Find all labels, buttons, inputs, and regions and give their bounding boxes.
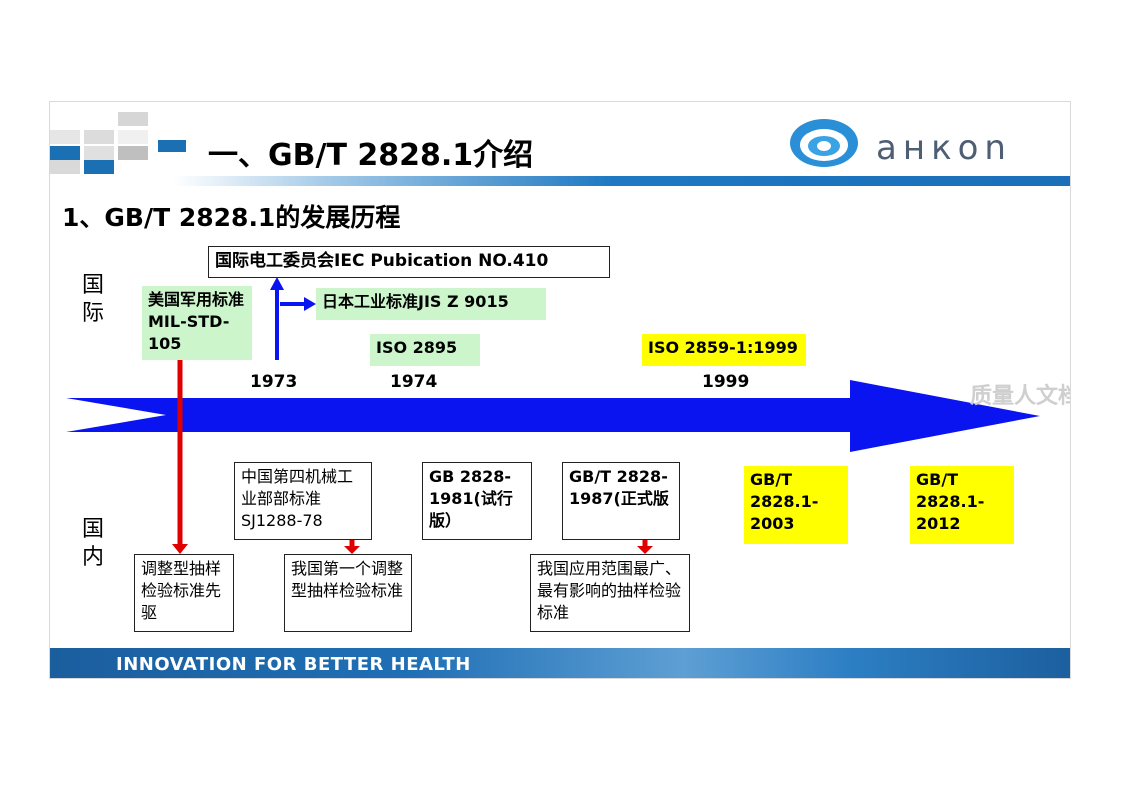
iec-box: 国际电工委员会IEC Pubication NO.410 xyxy=(208,246,610,278)
sj-red-arrowhead xyxy=(344,546,360,554)
sj-box: 中国第四机械工业部部标准SJ1288-78 xyxy=(234,462,372,540)
logo-text: aнкon xyxy=(876,128,1012,168)
timeline-arrow xyxy=(66,380,1040,452)
slide: 一、GB/T 2828.1介绍 aнкon 1、GB/T 2828.1的发展历程… xyxy=(49,101,1071,679)
widest-standard-note: 我国应用范围最广、最有影响的抽样检验标准 xyxy=(530,554,690,632)
gb1987-red-arrowhead xyxy=(637,546,653,554)
watermark: 质量人文档 xyxy=(970,384,1071,409)
header-bar xyxy=(50,176,1070,186)
pioneer-note: 调整型抽样检验标准先驱 xyxy=(134,554,234,632)
year-1999: 1999 xyxy=(702,372,750,392)
gb1981-box: GB 2828-1981(试行版） xyxy=(422,462,532,540)
page-title: 一、GB/T 2828.1介绍 xyxy=(208,138,534,173)
jis-box: 日本工业标准JIS Z 9015 xyxy=(316,288,546,320)
gb2003-box: GB/T 2828.1-2003 xyxy=(744,466,848,544)
mil-red-arrowhead xyxy=(172,544,188,554)
label-domestic: 国内 xyxy=(82,517,105,570)
label-international: 国际 xyxy=(82,273,105,326)
year-1973: 1973 xyxy=(250,372,298,392)
iso2895-box: ISO 2895 xyxy=(370,334,480,366)
iec-blue-arrowhead xyxy=(270,277,284,290)
section-subtitle: 1、GB/T 2828.1的发展历程 xyxy=(62,203,401,232)
iso2859-box: ISO 2859-1:1999 xyxy=(642,334,806,366)
year-1974: 1974 xyxy=(390,372,438,392)
mil-box: 美国军用标准MIL-STD-105 xyxy=(142,286,252,360)
footer-slogan: INNOVATION FOR BETTER HEALTH xyxy=(116,654,471,675)
footer-bar xyxy=(50,648,1070,678)
gb1987-box: GB/T 2828-1987(正式版 xyxy=(562,462,680,540)
jis-blue-arrowhead xyxy=(304,297,316,311)
first-standard-note: 我国第一个调整型抽样检验标准 xyxy=(284,554,412,632)
gb2012-box: GB/T 2828.1-2012 xyxy=(910,466,1014,544)
ankon-logo-icon xyxy=(790,119,858,167)
